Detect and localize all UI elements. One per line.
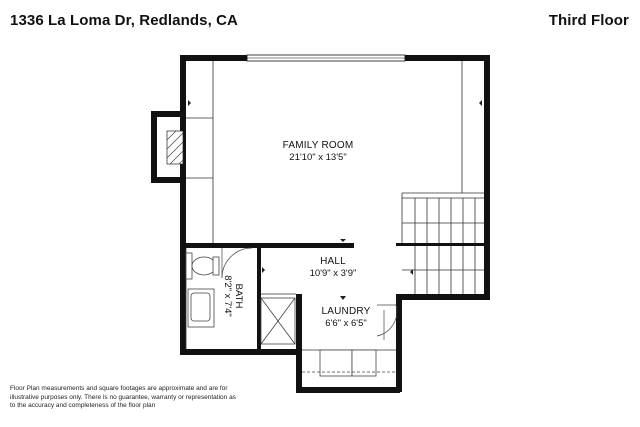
bath-name: BATH — [233, 283, 244, 309]
wall-stair-top — [396, 243, 490, 246]
hall-dims: 10'9" x 3'9" — [309, 268, 357, 279]
laundry-door-swing — [376, 304, 398, 337]
toilet-tank — [212, 256, 220, 276]
door-swings — [221, 247, 398, 340]
laundry-label: LAUNDRY 6'6" x 6'5" — [321, 306, 370, 330]
wall-laundry-east — [396, 294, 402, 392]
laundry-dims: 6'6" x 6'5" — [325, 318, 367, 329]
property-address: 1336 La Loma Dr, Redlands, CA — [10, 12, 238, 29]
laundry-name: LAUNDRY — [321, 306, 371, 317]
fireplace-bottom — [151, 177, 183, 183]
fireplace-top — [151, 111, 183, 117]
bath-door-swing — [221, 247, 253, 279]
bath-window — [185, 252, 193, 280]
wall-family-south — [186, 243, 354, 248]
north-window — [246, 54, 406, 62]
wall-south-bath — [180, 349, 296, 355]
laundry-appliances — [302, 349, 396, 377]
wall-laundry-south — [296, 387, 400, 393]
fireplace-hatch — [166, 130, 184, 165]
disclaimer-text: Floor Plan measurements and square foota… — [10, 385, 236, 409]
hall-label: HALL 10'9" x 3'9" — [310, 256, 357, 280]
staircase — [402, 197, 484, 294]
fireplace-outer — [151, 111, 157, 183]
bath-fixtures — [185, 252, 296, 345]
floor-label: Third Floor — [548, 12, 629, 29]
bath-dims: 8'2" x 7'4" — [222, 275, 233, 317]
family-room-label: FAMILY ROOM 21'10" x 13'5" — [283, 140, 354, 164]
wall-laundry-west — [296, 294, 302, 392]
wall-east — [484, 55, 490, 300]
wall-south-stair — [396, 294, 490, 300]
interior-lines — [185, 61, 484, 351]
wall-west — [180, 55, 186, 355]
bath-label: BATH 8'2" x 7'4" — [222, 275, 244, 317]
family-room-name: FAMILY ROOM — [282, 140, 354, 151]
hall-name: HALL — [320, 256, 346, 267]
toilet-bowl-icon — [191, 256, 217, 276]
family-room-dims: 21'10" x 13'5" — [289, 152, 347, 163]
dimension-markers — [188, 100, 482, 300]
wall-bath-east — [257, 248, 261, 349]
